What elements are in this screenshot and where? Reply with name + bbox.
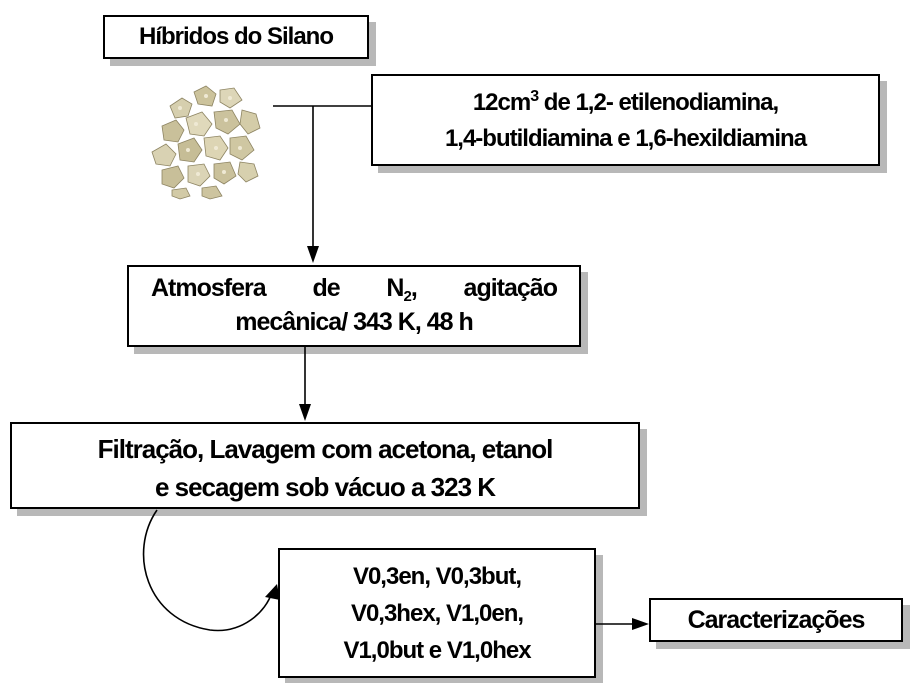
- atmosphere-line-1: Atmosfera de N2, agitação: [129, 267, 579, 305]
- agitation-word: agitação: [463, 274, 558, 302]
- atmosphere-word: Atmosfera: [151, 274, 267, 302]
- samples-line-2: V0,3hex, V1,0en,: [350, 600, 524, 627]
- nitrogen-formula: N2,: [386, 271, 418, 305]
- filtration-line-1: Filtração, Lavagem com acetona, etanol: [97, 434, 554, 464]
- nitrogen-comma: ,: [410, 274, 418, 302]
- filtration-to-samples-curve: [142, 509, 273, 632]
- silane-hybrid-photo: [142, 70, 273, 200]
- nitrogen-symbol: N: [386, 274, 404, 302]
- arrowhead-to-filtration: [299, 404, 311, 421]
- samples-line-3: V1,0but e V1,0hex: [343, 637, 531, 664]
- reagent-line-1: 12cm3 de 1,2- etilenodiamina,: [373, 76, 878, 121]
- samples-box: V0,3en, V0,3but, V0,3hex, V1,0en, V1,0bu…: [278, 548, 596, 678]
- arrowhead-to-atmosphere: [307, 246, 319, 263]
- nitrogen-subscript: 2: [403, 288, 411, 305]
- reagent-line-2: 1,4-butildiamina e 1,6-hexildiamina: [444, 125, 807, 152]
- samples-line-1: V0,3en, V0,3but,: [352, 563, 522, 590]
- reagent-diamine-1: de 1,2- etilenodiamina,: [538, 89, 779, 116]
- atmosphere-line-2: mecânica/ 343 K, 48 h: [235, 308, 473, 336]
- title-text: Híbridos do Silano: [138, 23, 334, 50]
- filtration-box: Filtração, Lavagem com acetona, etanol e…: [10, 422, 640, 509]
- arrowhead-to-characterization: [632, 618, 649, 630]
- characterization-box: Caracterizações: [649, 598, 903, 642]
- arrowhead-to-samples: [265, 584, 280, 600]
- filtration-line-2: e secagem sob vácuo a 323 K: [154, 472, 496, 502]
- atmosphere-box: Atmosfera de N2, agitação mecânica/ 343 …: [127, 265, 581, 347]
- title-box: Híbridos do Silano: [103, 15, 369, 59]
- characterization-text: Caracterizações: [687, 606, 866, 634]
- reagent-box: 12cm3 de 1,2- etilenodiamina, 1,4-butild…: [371, 74, 880, 166]
- reagent-exponent: 3: [530, 88, 539, 105]
- de-word: de: [312, 274, 340, 302]
- reagent-amount: 12cm: [472, 89, 531, 116]
